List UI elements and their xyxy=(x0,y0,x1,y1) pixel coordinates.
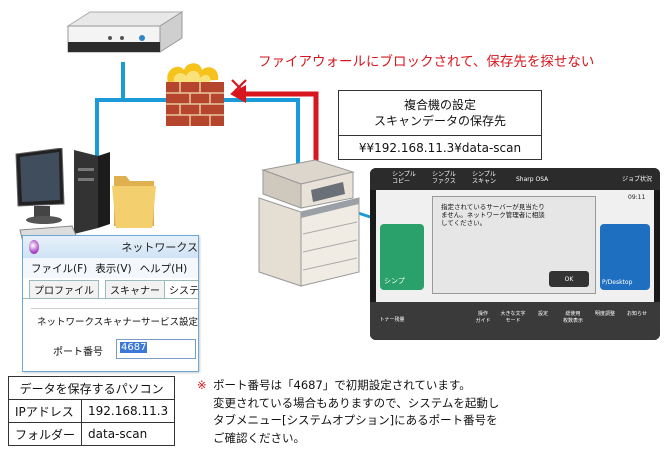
guide-button[interactable]: 操作 ガイド xyxy=(475,311,491,324)
window-title: ネットワークス xyxy=(121,241,198,254)
menu-file[interactable]: ファイル(F) xyxy=(31,262,88,275)
window-titlebar: ネットワークス xyxy=(23,236,198,258)
port-note: ※ ポート番号は「4687」で初期設定されています。 変更されている場合もありま… xyxy=(197,377,499,447)
mfp-touch-panel: シンプル コピー シンプル ファクス シンプル スキャン Sharp OSA ジ… xyxy=(370,168,660,340)
tab-scanner[interactable]: スキャナー xyxy=(105,280,165,298)
tile-right-label: P/Desktop xyxy=(602,279,633,286)
ip-label: IPアドレス xyxy=(7,399,83,423)
group-label: ネットワークスキャナーサービス設定 xyxy=(37,317,199,328)
panel-simple-copy[interactable]: シンプル コピー xyxy=(392,171,416,185)
app-icon xyxy=(29,240,40,254)
toner-label: トナー残量 xyxy=(379,317,405,323)
lan-line-router-down xyxy=(121,62,125,102)
firewall-icon xyxy=(166,63,224,126)
tab-system-options[interactable]: システムオ xyxy=(164,280,198,298)
folder-icon xyxy=(112,176,156,228)
dialog-line: してください。 xyxy=(441,219,487,227)
blocked-caption: ファイアウォールにブロックされて、保存先を探せない xyxy=(258,54,595,70)
port-label: ポート番号 xyxy=(53,347,103,358)
panel-bottombar: トナー残量 操作 ガイド 大きな文字 モード 設定 総使用 枚数表示 明度調整 … xyxy=(370,302,660,340)
panel-simple-scan[interactable]: シンプル スキャン xyxy=(472,171,497,185)
panel-tile-right[interactable]: P/Desktop xyxy=(600,224,650,290)
dialog-message: 指定されているサーバーが見当たり ません。ネットワーク管理者に相談 してください… xyxy=(441,203,545,227)
note-line: ご確認ください。 xyxy=(213,430,305,445)
table-header: データを保存するパソコン xyxy=(7,376,176,400)
router-icon xyxy=(66,11,184,53)
dialog-line: ません。ネットワーク管理者に相談 xyxy=(441,211,545,219)
large-text-button[interactable]: 大きな文字 モード xyxy=(500,311,526,324)
settings-title-line1: 複合機の設定 xyxy=(403,98,476,112)
pc-icon xyxy=(15,148,156,247)
panel-topbar: シンプル コピー シンプル ファクス シンプル スキャン Sharp OSA ジ… xyxy=(370,168,660,190)
dialog-line: 指定されているサーバーが見当たり xyxy=(441,203,545,211)
panel-sharp-osa[interactable]: Sharp OSA xyxy=(516,176,549,183)
port-value: 4687 xyxy=(120,342,148,353)
lan-line-to-mfp xyxy=(296,98,300,166)
note-line: ポート番号は「4687」で初期設定されています。 xyxy=(213,378,471,392)
table-row: フォルダー data-scan xyxy=(7,422,176,446)
brightness-button[interactable]: 明度調整 xyxy=(594,311,615,317)
group-divider xyxy=(31,308,198,309)
total-count-button[interactable]: 総使用 枚数表示 xyxy=(562,311,583,324)
notice-button[interactable]: お知らせ xyxy=(627,311,647,317)
tab-profile[interactable]: プロファイル xyxy=(29,280,99,298)
panel-home-screen: 09:11 シンプ P/Desktop 指定されているサーバーが見当たり ません… xyxy=(376,190,654,302)
port-input[interactable]: 4687 xyxy=(116,339,196,359)
panel-job-status[interactable]: ジョブ状況 xyxy=(622,176,653,183)
panel-time: 09:11 xyxy=(628,194,646,201)
mfp-icon xyxy=(258,159,360,287)
table-header-row: データを保存するパソコン xyxy=(7,376,176,400)
blocked-arrow xyxy=(230,79,319,166)
menu-help[interactable]: ヘルプ(H) xyxy=(139,262,188,275)
dialog-ok-button[interactable]: OK xyxy=(549,271,589,287)
tile-left-label: シンプ xyxy=(384,277,405,285)
table-row: IPアドレス 192.168.11.3 xyxy=(7,399,176,423)
menu-view[interactable]: 表示(V) xyxy=(95,262,132,275)
settings-button[interactable]: 設定 xyxy=(537,311,548,317)
menu-bar: ファイル(F) 表示(V) ヘルプ(H) xyxy=(23,258,198,278)
folder-value: data-scan xyxy=(81,422,176,446)
note-line: 変更されている場合もありますので、システムを起動し xyxy=(213,395,500,410)
panel-simple-fax[interactable]: シンプル ファクス xyxy=(432,171,456,185)
settings-title-line2: スキャンデータの保存先 xyxy=(373,114,506,128)
note-mark: ※ xyxy=(197,378,207,392)
scan-destination-path: ¥¥192.168.11.3¥data-scan xyxy=(358,140,522,155)
note-line: タブメニュー[システムオプション]にあるポート番号を xyxy=(213,413,498,427)
mfp-settings-box: 複合機の設定 スキャンデータの保存先 ¥¥192.168.11.3¥data-s… xyxy=(338,90,542,160)
network-scanner-tool-window: ネットワークス ファイル(F) 表示(V) ヘルプ(H) プロファイル スキャナ… xyxy=(22,235,199,372)
error-dialog: 指定されているサーバーが見当たり ません。ネットワーク管理者に相談 してください… xyxy=(432,196,596,294)
pc-info-table: データを保存するパソコン IPアドレス 192.168.11.3 フォルダー d… xyxy=(7,376,176,446)
tab-bar: プロファイル スキャナー システムオ xyxy=(23,280,198,299)
folder-label: フォルダー xyxy=(7,422,83,446)
lan-line-left-horizontal xyxy=(95,98,125,102)
lan-line-to-pc xyxy=(95,98,99,158)
panel-tile-left[interactable]: シンプ xyxy=(380,224,424,290)
ip-value: 192.168.11.3 xyxy=(81,399,176,423)
